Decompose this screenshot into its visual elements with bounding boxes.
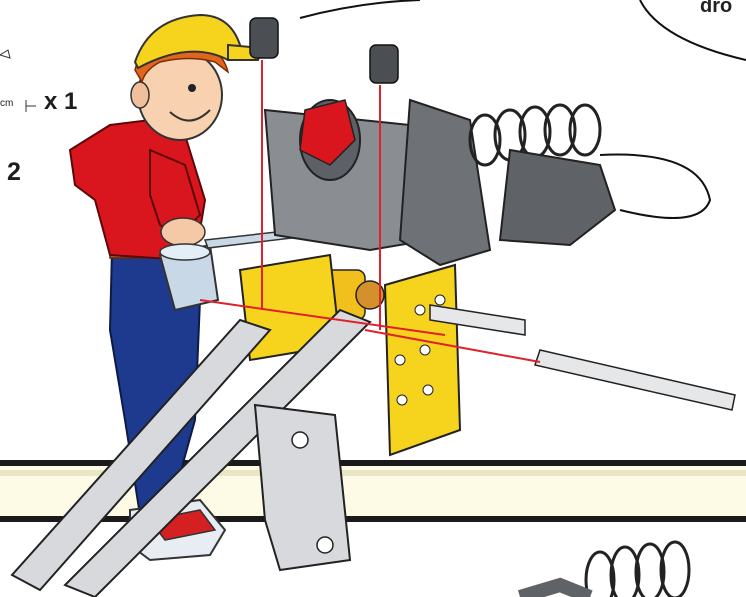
part-quantity-2: 2 xyxy=(7,158,21,187)
small-part-2 xyxy=(370,45,398,83)
speech-bubble-left xyxy=(300,0,420,18)
part-quantity-1: x 1 xyxy=(44,88,77,116)
part-unit-label: cm xyxy=(0,98,13,109)
spring-bottom-right xyxy=(520,542,689,597)
bracket-bottom xyxy=(255,405,350,570)
yellow-plate-right xyxy=(385,265,460,455)
small-part-1 xyxy=(250,18,278,58)
axle-rod-lower xyxy=(535,350,735,410)
speech-bubble-text: dro xyxy=(700,0,732,18)
